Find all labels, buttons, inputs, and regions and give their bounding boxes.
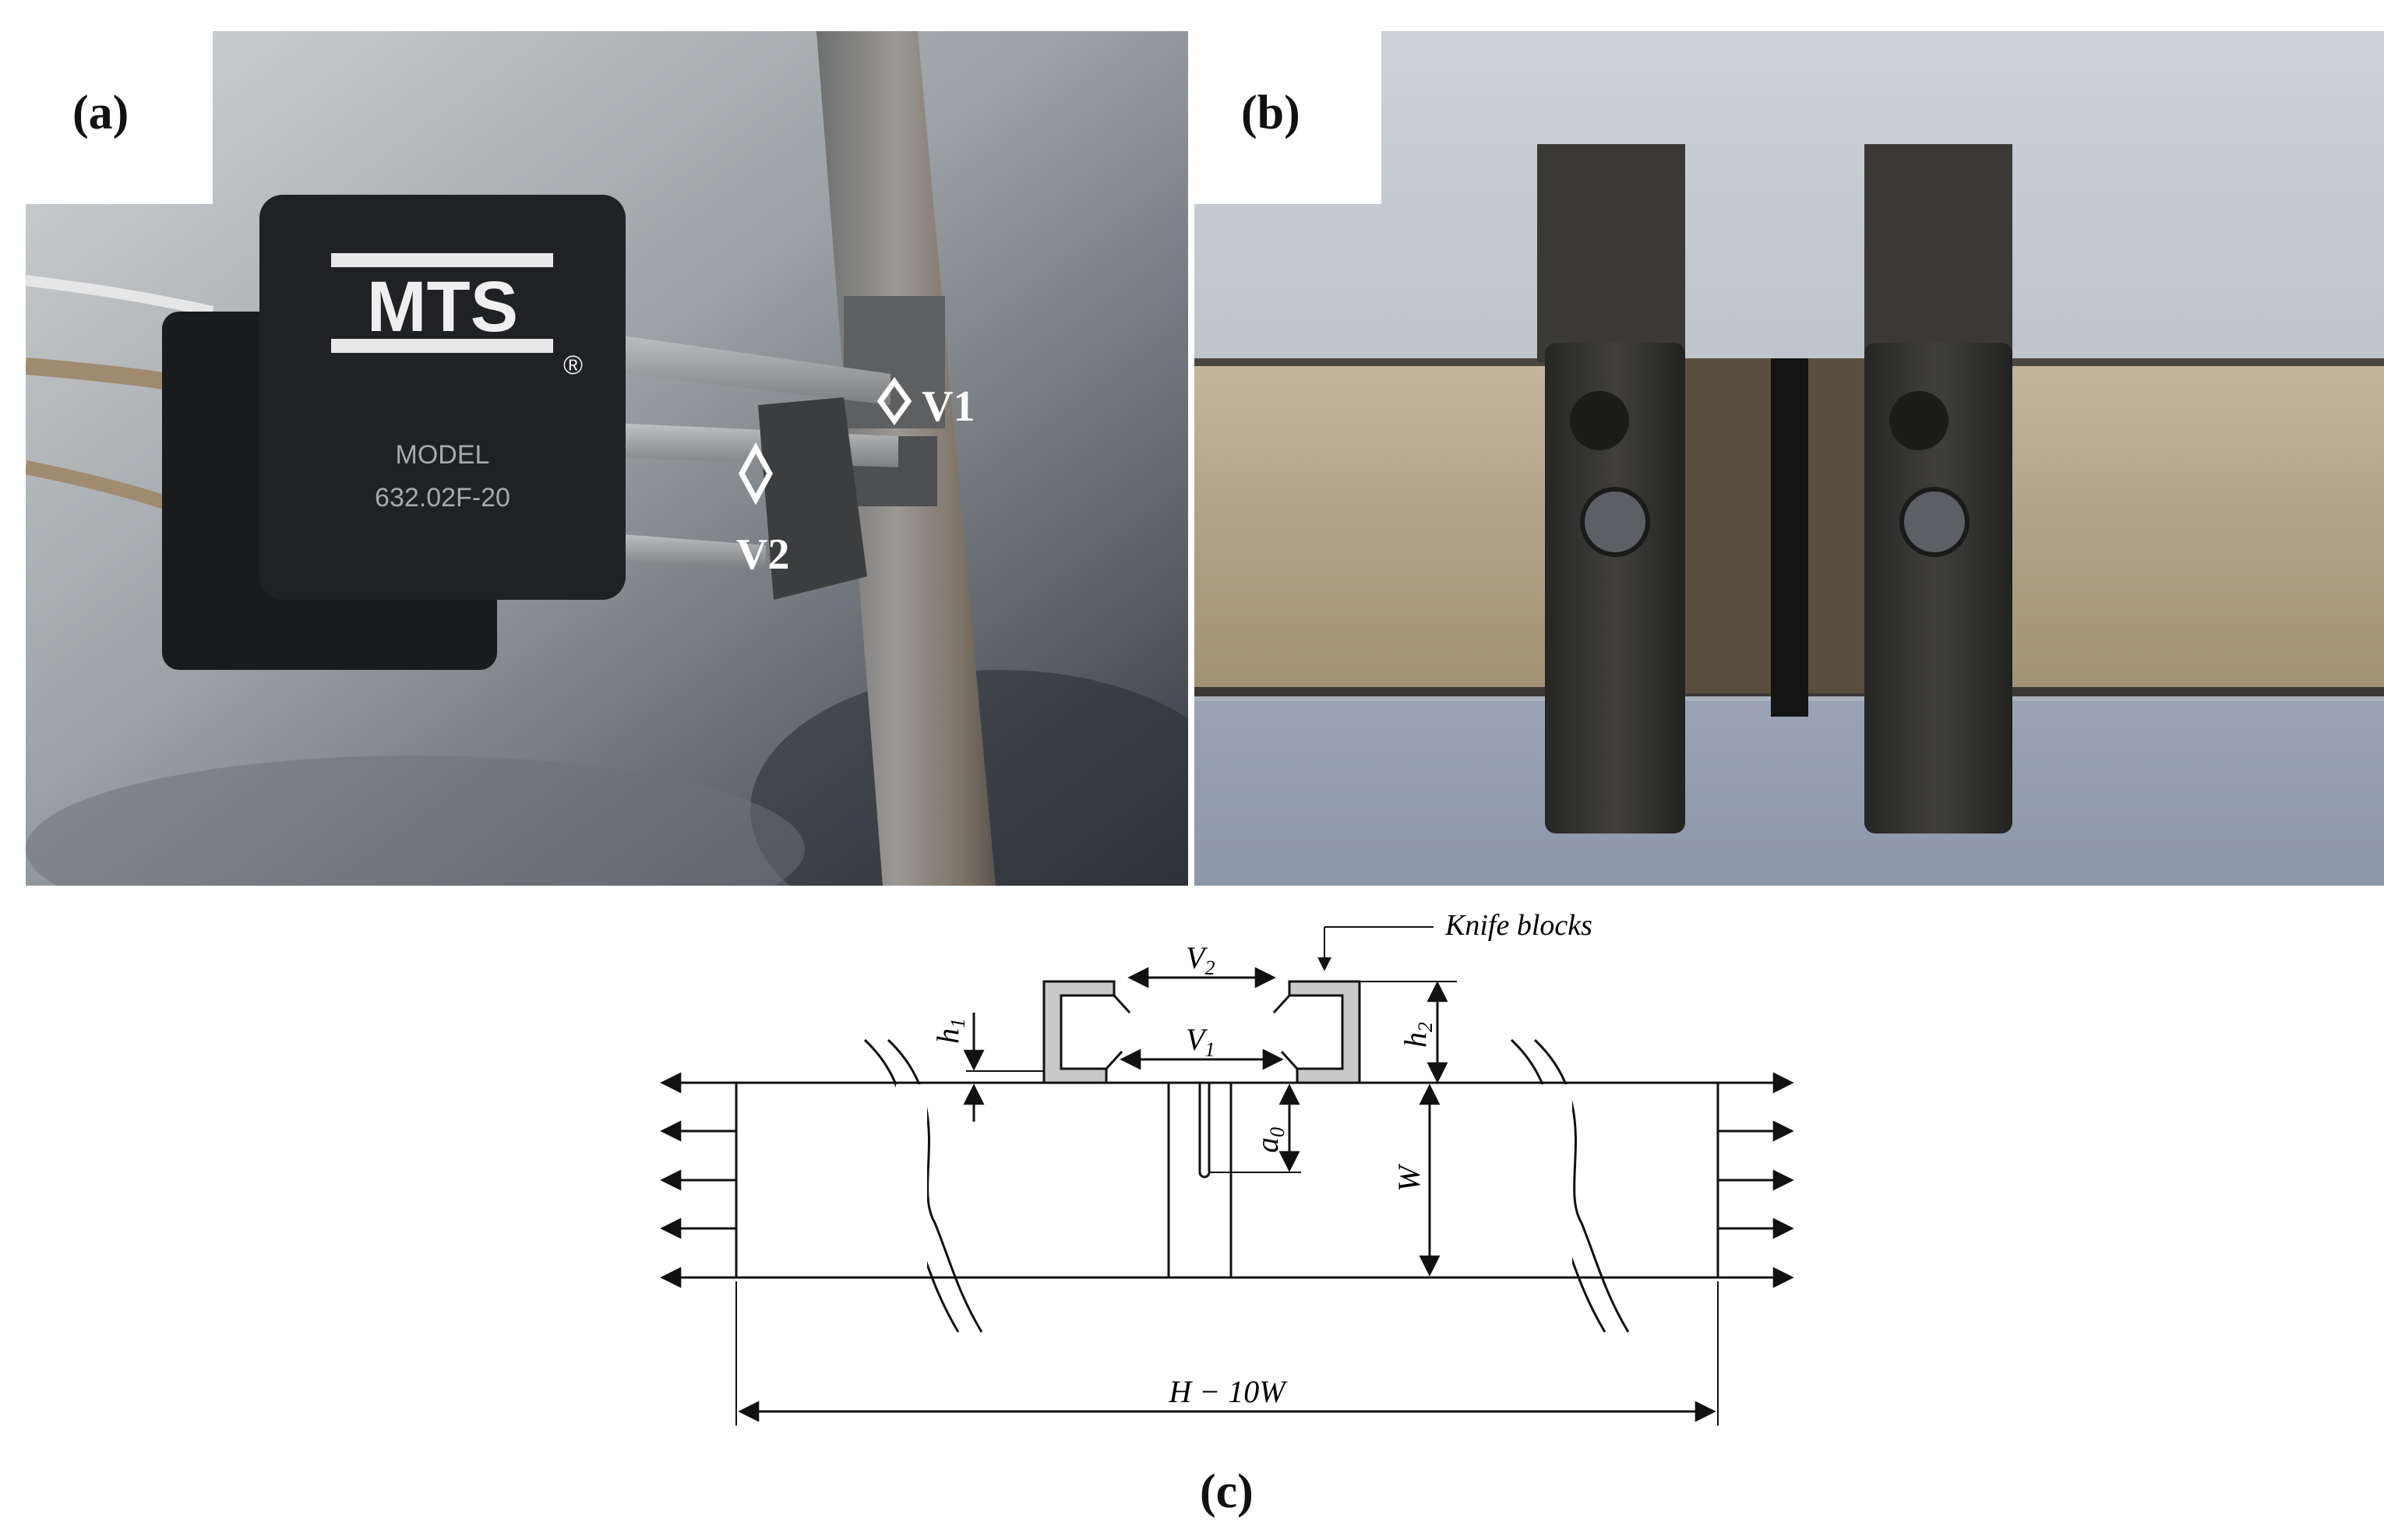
w-text: W (1391, 1163, 1427, 1192)
panel-a-label-box (26, 31, 213, 204)
v1-label: V1 (922, 382, 975, 431)
left-knife-clip (1545, 343, 1685, 833)
a0-text: a0 (1250, 1127, 1289, 1153)
sensor-model-line2: 632.02F-20 (375, 483, 510, 513)
v2-text: V2 (1186, 940, 1215, 979)
h1-text: h1 (930, 1018, 969, 1044)
right-knife-block (1288, 980, 1361, 1084)
v2-label: V2 (736, 530, 789, 579)
left-screw-icon (1580, 487, 1650, 557)
v2-marker-icon (739, 442, 773, 506)
schematic-panel-c: V2 V1 Knife blocks h1 h2 a0 W (623, 888, 1839, 1449)
v1-text: V1 (1186, 1022, 1215, 1061)
length-text: H − 10W (1168, 1374, 1288, 1409)
left-knife-block (1042, 980, 1116, 1084)
v1-marker-icon (876, 377, 912, 425)
right-screw-icon (1899, 487, 1970, 557)
photo-panel-a: MTS ® MODEL 632.02F-20 V1 V2 (a) (26, 31, 1188, 886)
panel-b-label: (b) (1241, 86, 1300, 139)
notch (1771, 358, 1808, 717)
panel-b-label-box (1194, 31, 1381, 204)
right-knife-clip (1864, 343, 2012, 833)
panel-a-label: (a) (72, 86, 129, 139)
photo-panel-b: (b) (1194, 31, 2384, 886)
knife-blocks-label: Knife blocks (1444, 909, 1592, 942)
specimen-photo (1194, 31, 2384, 886)
notch-outline (1198, 1083, 1211, 1179)
specimen-schematic: V2 V1 Knife blocks h1 h2 a0 W (660, 909, 1794, 1425)
sensor-model-line1: MODEL (396, 440, 490, 470)
registered-mark: ® (563, 351, 583, 380)
panel-c-label: (c) (1200, 1465, 1254, 1518)
clip-gauge-photo: MTS ® MODEL 632.02F-20 V1 V2 (26, 31, 1188, 886)
mts-sensor (259, 195, 626, 600)
h2-text: h2 (1398, 1022, 1437, 1048)
sensor-brand-text: MTS (367, 267, 518, 347)
